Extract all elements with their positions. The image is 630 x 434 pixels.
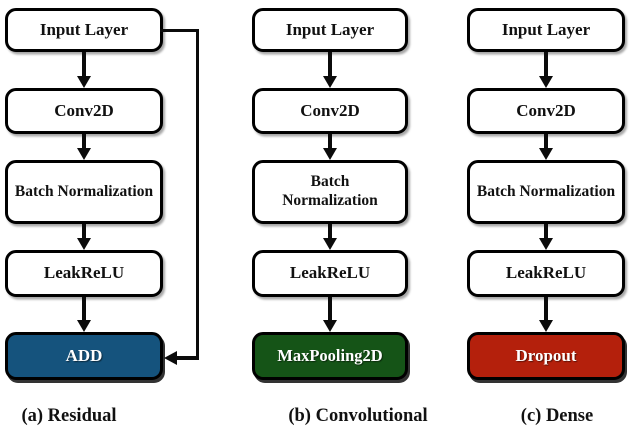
arrow-down-icon — [539, 224, 553, 250]
node-label: Input Layer — [501, 19, 591, 39]
node-label: ADD — [65, 345, 103, 365]
node-label: LeakReLU — [289, 263, 371, 283]
node-leakrelu: LeakReLU — [467, 250, 625, 297]
node-add: ADD — [5, 332, 163, 380]
arrow-down-icon — [323, 224, 337, 250]
node-label: MaxPooling2D — [277, 346, 383, 366]
node-label: Conv2D — [54, 100, 114, 120]
node-leakrelu: LeakReLU — [5, 250, 163, 297]
node-input-layer: Input Layer — [5, 8, 163, 52]
node-maxpooling2d: MaxPooling2D — [252, 332, 408, 380]
node-label: LeakReLU — [505, 263, 587, 283]
arrow-down-icon — [77, 134, 91, 160]
node-label: Conv2D — [300, 100, 360, 120]
node-conv2d: Conv2D — [467, 88, 625, 134]
node-input-layer: Input Layer — [252, 8, 408, 52]
node-label: LeakReLU — [43, 263, 125, 283]
column-residual: Input Layer Conv2D Batch Normalization L… — [5, 0, 163, 434]
node-label: Batch Normalization — [476, 182, 616, 200]
skip-connection-bottom-segment — [176, 356, 199, 360]
arrow-down-icon — [77, 224, 91, 250]
arrow-down-icon — [539, 297, 553, 332]
node-label: Batch Normalization — [282, 173, 378, 209]
node-label: Input Layer — [39, 19, 129, 39]
node-batch-normalization: Batch Normalization — [252, 160, 408, 224]
caption-convolutional: (b) Convolutional — [288, 406, 428, 426]
node-dropout: Dropout — [467, 332, 625, 380]
node-label: Dropout — [515, 345, 577, 365]
node-conv2d: Conv2D — [5, 88, 163, 134]
node-input-layer: Input Layer — [467, 8, 625, 52]
caption-dense: (c) Dense — [520, 406, 594, 426]
node-leakrelu: LeakReLU — [252, 250, 408, 297]
node-conv2d: Conv2D — [252, 88, 408, 134]
arrow-down-icon — [77, 297, 91, 332]
skip-connection-vertical-segment — [195, 28, 199, 360]
node-batch-normalization: Batch Normalization — [5, 160, 163, 224]
arrow-down-icon — [539, 134, 553, 160]
arrow-down-icon — [323, 52, 337, 88]
node-label: Conv2D — [516, 100, 576, 120]
caption-residual: (a) Residual — [21, 406, 117, 426]
skip-connection-arrowhead-icon — [164, 351, 177, 365]
arrow-down-icon — [323, 297, 337, 332]
arrow-down-icon — [323, 134, 337, 160]
node-label: Batch Normalization — [14, 182, 154, 200]
arrow-down-icon — [539, 52, 553, 88]
skip-connection-top-segment — [160, 28, 199, 32]
column-convolutional: Input Layer Conv2D Batch Normalization L… — [252, 0, 408, 434]
column-dense: Input Layer Conv2D Batch Normalization L… — [467, 0, 625, 434]
node-batch-normalization: Batch Normalization — [467, 160, 625, 224]
arrow-down-icon — [77, 52, 91, 88]
node-label: Input Layer — [285, 19, 375, 39]
